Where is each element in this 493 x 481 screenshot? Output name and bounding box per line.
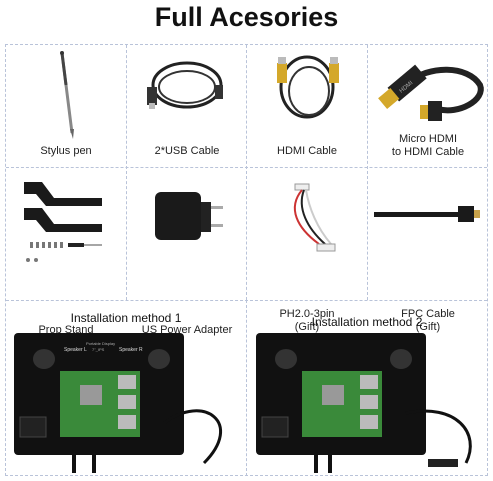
page-title: Full Acesories [154, 2, 339, 32]
power-adapter-image [155, 192, 223, 240]
stylus-pen-image [60, 51, 74, 139]
item-hdmi-cable: HDMI Cable [247, 45, 367, 167]
item-fpc-cable: FPC Cable (Gift) [368, 168, 488, 333]
item-label: PH2.0-3pin (Gift) [279, 308, 335, 333]
usb-cable-image [147, 61, 223, 109]
item-usb-cable: 2*USB Cable [127, 45, 247, 167]
fpc-cable-image [374, 206, 480, 222]
installation-method-1-label: Installation method 1 [70, 311, 182, 325]
ph20-cable-image [293, 183, 336, 252]
installation-method-2-image [256, 333, 486, 478]
item-stylus-pen: Stylus pen [6, 45, 126, 167]
item-label: 2*USB Cable [154, 145, 220, 157]
item-ph20-cable: PH2.0-3pin (Gift) [247, 168, 367, 333]
speaker-left-text: Speaker L [64, 347, 87, 353]
board-model-text: 7"_IPS [92, 347, 105, 352]
item-micro-hdmi-cable: HDMI Micro HDMI to HDMI Cable [368, 45, 488, 167]
prop-stand-image [24, 182, 102, 262]
speaker-right-text: Speaker R [119, 347, 143, 353]
accessories-grid: Stylus pen 2*USB Cable HDMI Cable [5, 44, 488, 476]
item-label: FPC Cable (Gift) [401, 308, 455, 333]
item-power-adapter: US Power Adapter [127, 168, 247, 336]
installation-method-2-label: Installation method 2 [311, 315, 423, 329]
item-label: HDMI Cable [277, 145, 337, 157]
installation-method-1-image: Speaker L Speaker R Portable Display 7"_… [14, 333, 244, 478]
item-prop-stand: Prop Stand [6, 168, 126, 336]
item-label: Micro HDMI to HDMI Cable [391, 133, 465, 158]
hdmi-cable-image [277, 55, 339, 119]
micro-hdmi-cable-image: HDMI [378, 64, 484, 121]
board-name-text: Portable Display [86, 341, 115, 346]
item-label: Stylus pen [40, 145, 92, 157]
